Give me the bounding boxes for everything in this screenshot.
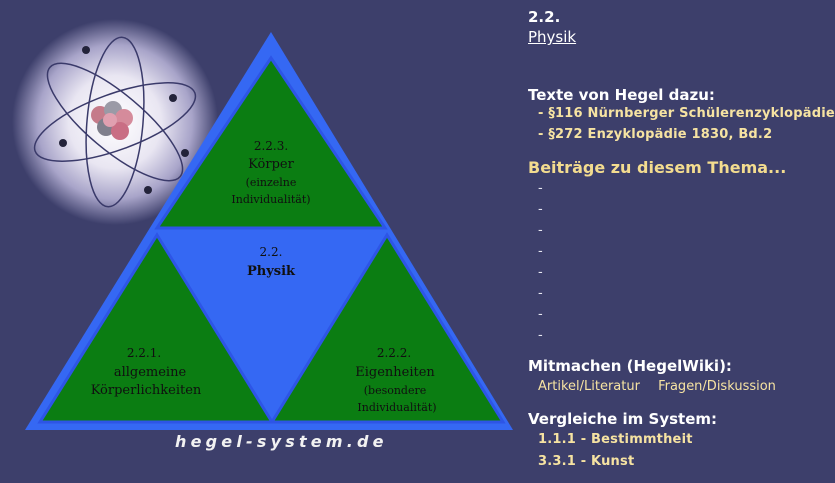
site-footer-label: hegel-system.de (175, 432, 388, 451)
compare-link-1[interactable]: 1.1.1 - Bestimmtheit (538, 432, 693, 447)
right-sub1: (besondere (364, 384, 427, 397)
contribution-item: - (538, 181, 543, 196)
contribution-item: - (538, 307, 543, 322)
contribution-item: - (538, 244, 543, 259)
top-sub2: Individualität) (231, 193, 310, 206)
contribution-item: - (538, 202, 543, 217)
contribution-item: - (538, 265, 543, 280)
artikel-literatur-link[interactable]: Artikel/Literatur (538, 379, 640, 394)
triangle-diagram: 2.2.3. Körper (einzelne Individualität) … (12, 19, 513, 430)
top-triangle-body (154, 55, 388, 230)
top-sub1: (einzelne (246, 176, 297, 189)
left-line2: Körperlichkeiten (91, 383, 202, 398)
left-number: 2.2.1. (127, 346, 161, 360)
atom-model-image (12, 19, 218, 225)
hegel-text-link-1[interactable]: - §116 Nürnberger Schülerenzyklopädie (538, 106, 835, 121)
right-triangle-body (269, 232, 506, 424)
vergleiche-heading: Vergleiche im System: (528, 410, 717, 428)
section-number: 2.2. (528, 8, 561, 26)
right-title: Eigenheiten (355, 365, 435, 380)
right-number: 2.2.2. (377, 346, 411, 360)
hegel-texts-heading: Texte von Hegel dazu: (528, 86, 715, 104)
contributions-heading: Beiträge zu diesem Thema... (528, 158, 787, 177)
left-triangle-body (37, 232, 275, 424)
contribution-item: - (538, 328, 543, 343)
section-title-link[interactable]: Physik (528, 28, 577, 46)
mitmachen-links: Artikel/Literatur Fragen/Diskussion (538, 379, 790, 394)
info-panel: 2.2. Physik Texte von Hegel dazu: - §116… (528, 0, 835, 483)
contribution-item: - (538, 223, 543, 238)
compare-link-2[interactable]: 3.3.1 - Kunst (538, 454, 635, 469)
hegel-text-link-2[interactable]: - §272 Enzyklopädie 1830, Bd.2 (538, 127, 773, 142)
right-sub2: Individualität) (357, 401, 436, 414)
center-number: 2.2. (260, 245, 283, 259)
fragen-diskussion-link[interactable]: Fragen/Diskussion (658, 379, 776, 394)
center-title: Physik (247, 264, 296, 279)
contribution-item: - (538, 286, 543, 301)
top-title: Körper (248, 157, 294, 172)
mitmachen-heading: Mitmachen (HegelWiki): (528, 357, 732, 375)
left-line1: allgemeine (114, 365, 187, 380)
top-number: 2.2.3. (254, 139, 288, 153)
